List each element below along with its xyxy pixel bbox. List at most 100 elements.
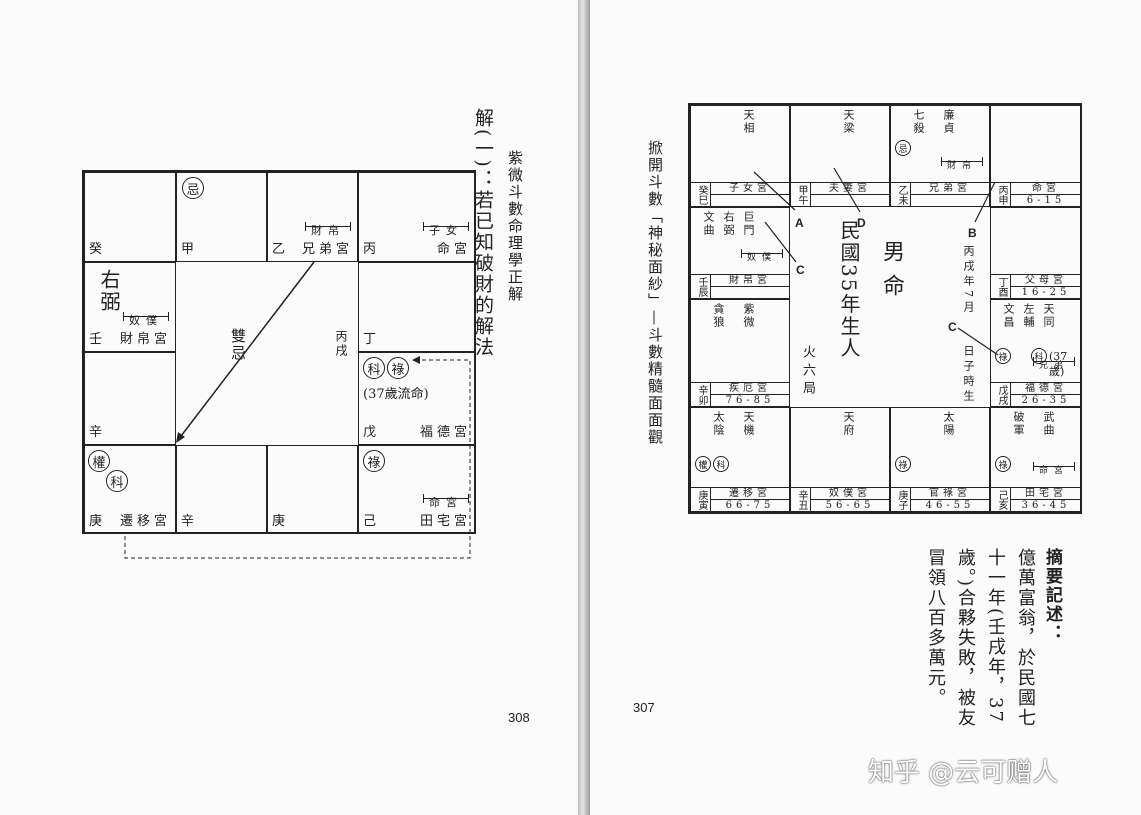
star-list: 巨門右弼文曲 bbox=[695, 211, 755, 261]
stem-branch: 辛丑 bbox=[791, 488, 811, 511]
palace-bracket: 命宮 bbox=[423, 494, 469, 508]
star-list: 紫微貪狼 bbox=[695, 303, 755, 353]
stem-branch: 戊戌 bbox=[991, 383, 1011, 406]
series-title: 掀開斗數「神秘面紗」—斗數精髓面面觀 bbox=[646, 140, 664, 446]
double-ji-label: 雙忌 bbox=[229, 328, 247, 362]
palace-strip: 乙未兄弟宮 bbox=[891, 182, 989, 206]
age-range: 56-65 bbox=[825, 500, 875, 511]
star-list: 天梁 bbox=[795, 109, 855, 159]
star-name: 天相 bbox=[742, 109, 755, 135]
palace-cell: 庚遷移宮權科 bbox=[84, 445, 176, 534]
palace-bracket: 子女 bbox=[423, 222, 469, 236]
summary-title: 摘要記述： bbox=[1042, 548, 1062, 643]
palace-label: 甲 bbox=[181, 238, 262, 257]
center-gender: 男命 bbox=[879, 240, 904, 308]
star-name: 廉貞 bbox=[942, 109, 955, 135]
mark-祿-icon: 祿 bbox=[363, 450, 385, 472]
star-name: 破軍 bbox=[1012, 411, 1025, 437]
palace-cell: 辛 bbox=[84, 352, 176, 445]
heavenly-stem: 丙 bbox=[363, 242, 381, 257]
palace-cell: 辛 bbox=[176, 445, 267, 534]
book-gutter bbox=[578, 0, 590, 815]
star-list: 廉貞七殺 bbox=[895, 109, 955, 159]
heavenly-stem: 丁 bbox=[363, 332, 381, 347]
mark-科-icon: 科 bbox=[363, 357, 385, 379]
center-birth: 民國35年生人 bbox=[837, 220, 861, 360]
age-range: 26-35 bbox=[1021, 395, 1071, 406]
page-number: 307 bbox=[633, 700, 655, 715]
star-name: 天梁 bbox=[842, 109, 855, 135]
star-name: 七殺 bbox=[912, 109, 925, 135]
heavenly-stem: 癸 bbox=[89, 242, 107, 257]
stem-branch: 癸巳 bbox=[691, 183, 711, 206]
palace-label: 辛 bbox=[89, 421, 171, 440]
section-title: 解(一)：若已知破財的解法 bbox=[472, 108, 494, 358]
palace-label: 辛 bbox=[181, 510, 262, 529]
star-list: 太陽 bbox=[895, 411, 955, 461]
star-label: 右弼 bbox=[97, 269, 121, 313]
palace-name: 福德宮 bbox=[419, 425, 471, 440]
palace-cell: 癸 bbox=[84, 172, 176, 262]
mark-權-icon: 權 bbox=[695, 456, 711, 472]
palace-cell: 甲 bbox=[176, 172, 267, 262]
palace-cell: 戊福德宮科祿(37歲流命) bbox=[358, 352, 476, 445]
palace-name: 財帛宮 bbox=[711, 275, 789, 287]
palace-cell: 己田宅宮命宮祿 bbox=[358, 445, 476, 534]
left-page: 紫微斗數命理學正解 解(一)：若已知破財的解法 癸甲乙兄弟宮財帛忌丙命宮子女壬財… bbox=[82, 108, 530, 725]
star-name: 天府 bbox=[842, 411, 855, 437]
star-name: 太陽 bbox=[942, 411, 955, 437]
age-range: 76-85 bbox=[725, 395, 775, 406]
stem-branch: 乙未 bbox=[891, 183, 911, 206]
star-name: 文昌 bbox=[1002, 303, 1015, 329]
palace-info: 兄弟宮 bbox=[911, 183, 989, 206]
center-date: 丙戌年7月 bbox=[962, 245, 975, 316]
palace-name: 父母宮 bbox=[1011, 275, 1081, 287]
palace-label: 丙命宮 bbox=[363, 238, 471, 257]
palace-cell: 壬財帛宮奴僕右弼 bbox=[84, 262, 176, 352]
palace-cell: 丙命宮 子女 bbox=[358, 172, 476, 262]
age-range: 46-55 bbox=[925, 500, 975, 511]
mark-權-icon: 權 bbox=[88, 450, 110, 472]
left-chart: 癸甲乙兄弟宮財帛忌丙命宮子女壬財帛宮奴僕右弼丁辛戊福德宮科祿(37歲流命)庚遷移… bbox=[82, 170, 476, 534]
palace-name: 疾厄宮 bbox=[711, 383, 789, 395]
star-name: 巨門 bbox=[742, 211, 755, 237]
heavenly-stem: 乙 bbox=[272, 242, 290, 257]
palace-bracket: 財帛 bbox=[940, 157, 984, 171]
mark-忌-icon: 忌 bbox=[895, 140, 911, 156]
heavenly-stem: 庚 bbox=[89, 514, 107, 529]
age-range: 66-75 bbox=[725, 500, 775, 511]
palace-cell: 巨門右弼文曲奴僕壬辰財帛宮 bbox=[690, 207, 790, 299]
heavenly-stem: 辛 bbox=[89, 425, 107, 440]
palace-label: 庚遷移宮 bbox=[89, 510, 171, 529]
star-name: 紫微 bbox=[742, 303, 755, 329]
star-name: 太陰 bbox=[712, 411, 725, 437]
star-name: 左輔 bbox=[1022, 303, 1035, 329]
heavenly-stem: 壬 bbox=[89, 332, 107, 347]
arrow-head bbox=[176, 432, 185, 443]
palace-bracket: 奴僕 bbox=[123, 312, 169, 326]
letter-d: D bbox=[857, 216, 866, 230]
letter-a: A bbox=[795, 216, 804, 230]
star-list: 天同左輔文昌 bbox=[995, 303, 1055, 353]
palace-name: 兄弟宮 bbox=[911, 183, 989, 195]
mark-祿-icon: 祿 bbox=[387, 357, 409, 379]
year-label: 丙戌 bbox=[334, 330, 348, 358]
palace-info: 財帛宮 bbox=[711, 275, 789, 298]
series-title: 紫微斗數命理學正解 bbox=[506, 150, 524, 303]
left-chart-arrows bbox=[124, 261, 471, 559]
age-range: 16-25 bbox=[1021, 287, 1071, 298]
palace-label: 戊福德宮 bbox=[363, 421, 471, 440]
center-hour: 日子時生 bbox=[962, 345, 975, 405]
star-list: 天機太陰 bbox=[695, 411, 755, 461]
watermark: 知乎 @云可赠人 bbox=[868, 758, 1059, 788]
